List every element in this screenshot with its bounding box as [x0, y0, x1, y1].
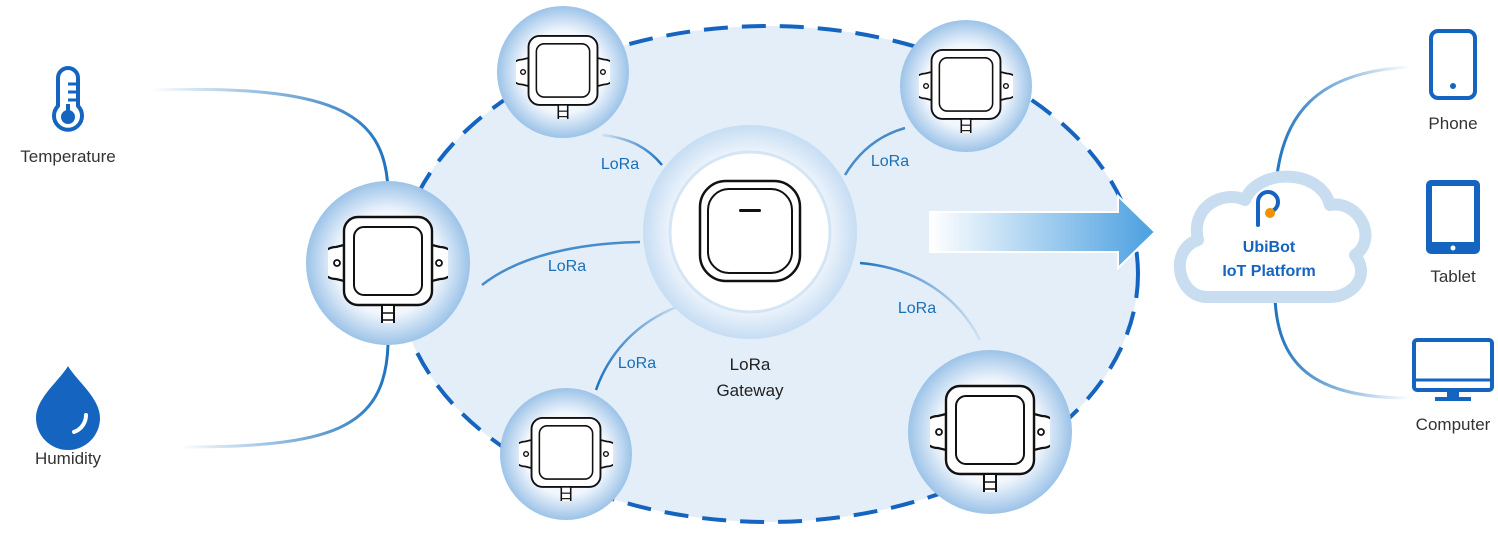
lora-gateway [643, 125, 857, 339]
tablet-icon [1426, 180, 1480, 254]
tablet-label: Tablet [1430, 267, 1476, 286]
phone-link [1273, 65, 1411, 201]
sensor-node-bottom-left [500, 388, 632, 520]
sensor-node-top-left [497, 6, 629, 138]
ubibot-logo-icon [1256, 190, 1280, 227]
data-flow-arrow [929, 193, 1157, 271]
computer-link [1273, 297, 1411, 400]
thermometer-icon [52, 66, 84, 132]
phone-label: Phone [1428, 114, 1477, 133]
sensor-node-top-right [900, 20, 1032, 152]
computer-icon [1412, 338, 1494, 401]
lora-label-top-right: LoRa [871, 153, 909, 170]
platform-label-line2: IoT Platform [1222, 263, 1315, 280]
lora-label-bottom-right: LoRa [898, 300, 936, 317]
ubibot-cloud [1173, 170, 1372, 303]
lora-label-top-left: LoRa [601, 156, 639, 173]
sensor-node-main [306, 181, 470, 345]
water-drop-icon [36, 366, 100, 450]
lora-link-left [481, 240, 641, 286]
lora-link-top-right [843, 126, 906, 176]
computer-label: Computer [1416, 415, 1491, 434]
gateway-label-line1: LoRa [730, 355, 771, 374]
platform-label-line1: UbiBot [1243, 239, 1296, 256]
lora-label-left: LoRa [548, 258, 586, 275]
gateway-label-line2: Gateway [716, 381, 784, 400]
lora-link-bottom-left [594, 303, 683, 391]
lora-label-bottom-left: LoRa [618, 355, 656, 372]
lora-link-bottom-right [859, 261, 982, 341]
humidity-label: Humidity [35, 449, 102, 468]
temperature-label: Temperature [20, 147, 115, 166]
humidity-link [179, 344, 390, 449]
temperature-link [149, 87, 390, 191]
phone-icon [1429, 29, 1477, 100]
sensor-node-bottom-right [908, 350, 1072, 514]
lora-link-top-left [601, 133, 663, 166]
